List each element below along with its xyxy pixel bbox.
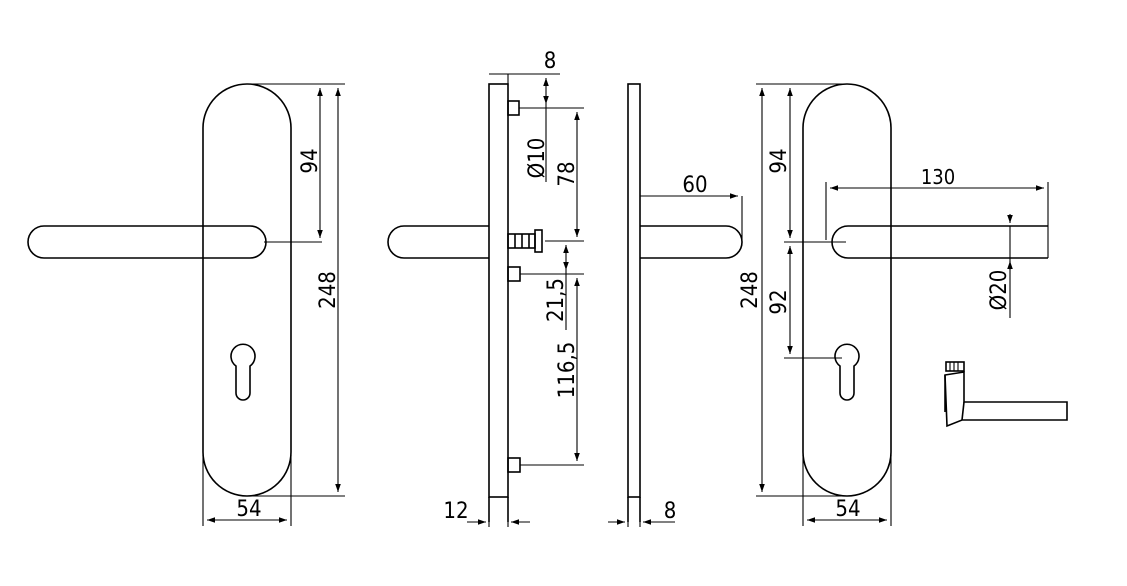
front-dim-height: 248: [316, 271, 341, 309]
side2-handle: [640, 225, 743, 259]
back-dim-handle-length: 130: [921, 165, 955, 189]
front-handle-lever: [27, 225, 267, 259]
isometric-handle-icon: [944, 361, 1068, 428]
back-handle-lever: [831, 225, 1048, 259]
side-handle: [387, 225, 489, 259]
side-dim-spacing-upper: 21,5: [544, 278, 569, 322]
front-escutcheon-plate: [202, 83, 292, 497]
back-dim-handle-offset: 94: [767, 148, 792, 173]
side-dim-spacing-lower: 116,5: [555, 342, 580, 399]
side-view: 8 Ø10 78 21,5 116,5 12: [387, 49, 584, 527]
side-dim-top-thickness: 8: [544, 49, 557, 74]
front-dim-handle-offset: 94: [298, 148, 323, 173]
side-top-pin: [507, 100, 520, 116]
front-dim-width: 54: [236, 497, 261, 522]
side2-dim-handle-projection: 60: [682, 173, 707, 198]
side-upper-screw: [507, 266, 521, 282]
back-dim-height: 248: [738, 271, 763, 309]
side-lower-screw: [507, 457, 521, 473]
side-dim-pin-diameter: Ø10: [525, 138, 550, 179]
back-view: 248 94 92 54 130 Ø20: [738, 83, 1049, 526]
back-escutcheon-plate: [802, 83, 892, 497]
side-view-2: 60 8: [608, 83, 743, 527]
front-view: 94 248 54: [27, 83, 345, 526]
back-dim-handle-diameter: Ø20: [987, 270, 1012, 311]
side-spindle: [507, 229, 584, 253]
back-dim-key-offset: 92: [767, 289, 792, 314]
side-dim-pin-spacing: 78: [555, 161, 580, 186]
side-dim-plate-thickness: 12: [443, 499, 468, 524]
side2-backplate: [627, 83, 641, 498]
front-keyhole: [230, 343, 256, 401]
back-keyhole: [834, 343, 860, 401]
back-dim-width: 54: [835, 497, 860, 522]
side-backplate: [488, 83, 509, 498]
side2-dim-plate-thickness: 8: [664, 499, 677, 524]
